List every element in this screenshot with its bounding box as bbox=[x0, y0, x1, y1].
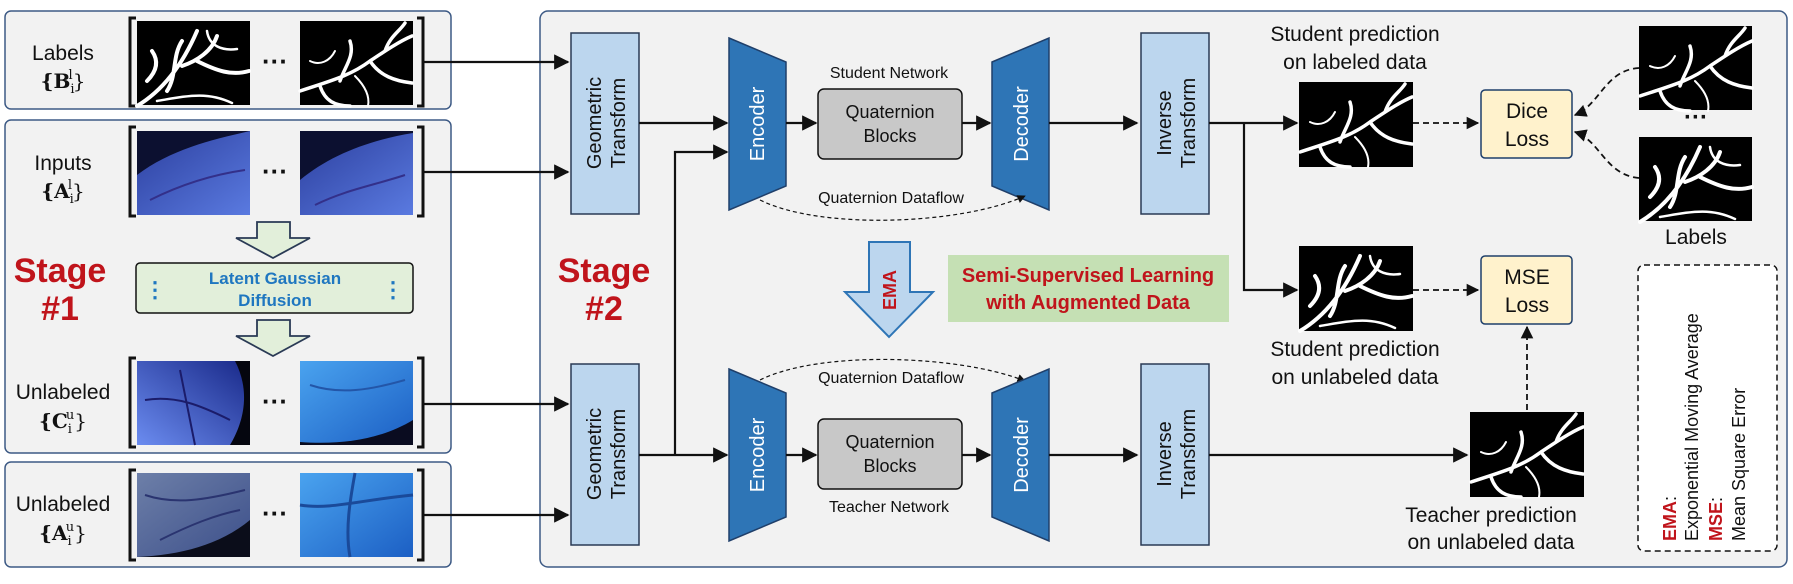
latent-diffusion-box bbox=[135, 262, 414, 314]
ema-arrow-label: EMA bbox=[880, 270, 900, 310]
teacher-network-label: Teacher Network bbox=[829, 499, 950, 516]
teacher-decoder-label: Decoder bbox=[1011, 417, 1033, 493]
student-geometric-transform bbox=[570, 32, 640, 215]
abbreviation-legend bbox=[1637, 264, 1778, 552]
teacher-decoder bbox=[991, 367, 1050, 543]
legend-mse: MSE: bbox=[1706, 497, 1726, 541]
unlabeled-a-fundus-1 bbox=[137, 473, 250, 557]
labels-left-bracket bbox=[128, 16, 136, 108]
student-quat-line1: Quaternion bbox=[845, 102, 934, 122]
teacher-quat-line1: Quaternion bbox=[845, 432, 934, 452]
student-quat-line2: Blocks bbox=[863, 126, 916, 146]
unlabeled-a-title: Unlabeled bbox=[16, 493, 111, 516]
right-label-mask-2 bbox=[1638, 137, 1754, 224]
teacher-quat-line2: Blocks bbox=[863, 456, 916, 476]
teacher-dataflow-arc bbox=[759, 358, 1026, 383]
labels-title: Labels bbox=[32, 42, 94, 65]
teacher-quaternion-blocks bbox=[817, 418, 963, 490]
right-labels-caption: Labels bbox=[1665, 226, 1727, 249]
unlabeled-c-left-bracket bbox=[128, 356, 136, 449]
inputs-ellipsis: ··· bbox=[262, 156, 288, 186]
diffusion-down-arrow-top bbox=[235, 221, 311, 260]
unlabeled-a-left-bracket bbox=[128, 468, 136, 562]
arrow-teacher-geo-to-student-encoder bbox=[673, 144, 729, 455]
right-labels-ellipsis: ··· bbox=[1684, 104, 1708, 131]
legend-mse-desc: Mean Square Error bbox=[1729, 388, 1749, 541]
unlabeled-c-fundus-2 bbox=[300, 361, 413, 445]
stage1-title-line2: #1 bbox=[41, 290, 79, 328]
ema-down-arrow bbox=[842, 241, 936, 339]
dice-loss-box bbox=[1480, 89, 1573, 159]
stage2-title-line1: Stage bbox=[558, 252, 651, 290]
dice-loss-line2: Loss bbox=[1505, 128, 1549, 151]
dice-loss-line1: Dice bbox=[1506, 100, 1548, 123]
unlabeled-a-ellipsis: ··· bbox=[262, 498, 288, 528]
right-label-mask-1 bbox=[1638, 26, 1754, 113]
pred-student-labeled-line1: Student prediction bbox=[1270, 23, 1439, 46]
pred-student-unlabeled-line2: on unlabeled data bbox=[1272, 366, 1439, 389]
legend-ema-desc: Exponential Moving Average bbox=[1682, 313, 1702, 541]
teacher-encoder bbox=[728, 367, 787, 543]
diffusion-dots-right: ⋮ bbox=[382, 277, 404, 302]
student-decoder bbox=[991, 36, 1050, 212]
inputs-title: Inputs bbox=[34, 152, 91, 175]
pred-teacher-line2: on unlabeled data bbox=[1408, 531, 1575, 554]
inputs-math: {Ail} bbox=[41, 178, 84, 207]
legend-ema: EMA: bbox=[1660, 496, 1680, 541]
unlabeled-c-fundus-1 bbox=[137, 361, 250, 446]
student-dataflow-arc bbox=[759, 195, 1026, 221]
teacher-prediction-mask bbox=[1469, 412, 1585, 499]
unlabeled-c-math: {Ciu} bbox=[39, 408, 87, 437]
mse-loss-line2: Loss bbox=[1505, 294, 1549, 317]
arrow-right-label1-to-dice bbox=[1573, 67, 1640, 117]
diffusion-line1: Latent Gaussian bbox=[209, 269, 341, 288]
student-dataflow-label: Quaternion Dataflow bbox=[818, 190, 964, 207]
unlabeled-c-right-bracket bbox=[417, 356, 425, 449]
label-mask-2 bbox=[298, 21, 414, 108]
ssl-banner-line2: with Augmented Data bbox=[985, 292, 1191, 314]
inputs-left-bracket bbox=[128, 125, 136, 218]
pred-student-labeled-line2: on labeled data bbox=[1283, 51, 1427, 74]
input-fundus-2 bbox=[300, 131, 413, 215]
input-fundus-1 bbox=[137, 131, 250, 215]
labels-ellipsis: ··· bbox=[262, 46, 288, 76]
arrow-student-inv-to-pred-unlabeled bbox=[1242, 123, 1299, 298]
label-mask-1 bbox=[135, 21, 251, 108]
ssl-banner-line1: Semi-Supervised Learning bbox=[962, 265, 1214, 287]
diffusion-line2: Diffusion bbox=[238, 291, 312, 310]
student-quaternion-blocks bbox=[817, 88, 963, 160]
student-decoder-label: Decoder bbox=[1011, 86, 1033, 162]
unlabeled-a-math: {Aiu} bbox=[39, 520, 87, 549]
pred-teacher-line1: Teacher prediction bbox=[1405, 504, 1577, 527]
labels-math: {Bil} bbox=[41, 68, 86, 97]
ssl-banner bbox=[948, 255, 1229, 322]
unlabeled-c-ellipsis: ··· bbox=[262, 386, 288, 416]
diffusion-down-arrow-bottom bbox=[235, 319, 311, 358]
stage2-title-line2: #2 bbox=[585, 290, 623, 328]
teacher-geometric-transform bbox=[570, 363, 640, 546]
pred-student-unlabeled-line1: Student prediction bbox=[1270, 338, 1439, 361]
mse-loss-box bbox=[1480, 255, 1573, 325]
student-network-label: Student Network bbox=[830, 65, 949, 82]
unlabeled-c-title: Unlabeled bbox=[16, 381, 111, 404]
diffusion-dots-left: ⋮ bbox=[144, 277, 166, 302]
teacher-encoder-label: Encoder bbox=[747, 417, 769, 492]
arrow-right-label2-to-dice bbox=[1573, 129, 1640, 179]
student-labeled-prediction-mask bbox=[1298, 82, 1414, 169]
student-unlabeled-prediction-mask bbox=[1298, 246, 1414, 333]
unlabeled-a-fundus-2 bbox=[299, 472, 414, 558]
stage1-title-line1: Stage bbox=[14, 252, 107, 290]
student-encoder-label: Encoder bbox=[747, 86, 769, 161]
student-encoder bbox=[728, 36, 787, 212]
teacher-dataflow-label: Quaternion Dataflow bbox=[818, 370, 964, 387]
student-inverse-transform bbox=[1140, 32, 1210, 215]
mse-loss-line1: MSE bbox=[1504, 266, 1550, 289]
teacher-inverse-transform bbox=[1140, 363, 1210, 546]
